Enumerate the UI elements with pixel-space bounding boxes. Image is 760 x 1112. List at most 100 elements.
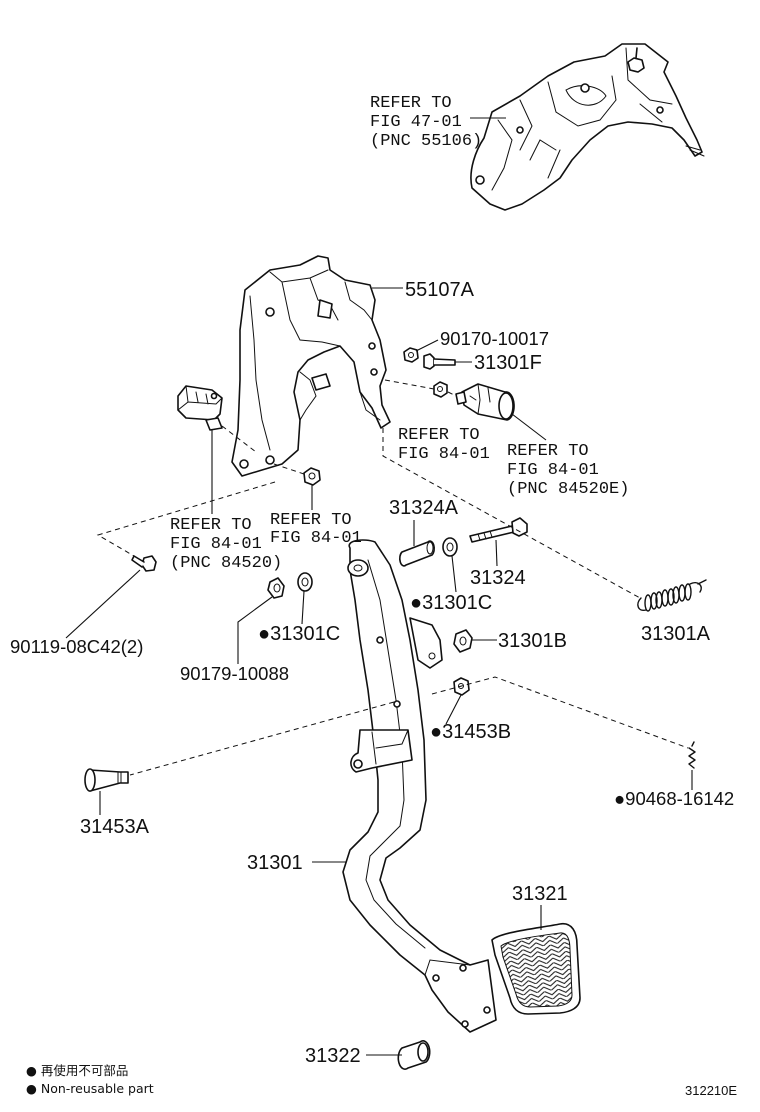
reference-line: (PNC 55106) xyxy=(370,132,482,151)
reference-line: REFER TO xyxy=(170,516,252,535)
reference-line: FIG 47-01 xyxy=(370,113,462,132)
switch-end-cap xyxy=(498,392,514,420)
dashed-line-pin xyxy=(129,701,395,776)
stop-lamp-switch-84520e-drawing xyxy=(455,383,515,421)
reference-line: REFER TO xyxy=(270,511,352,530)
leader-line xyxy=(445,694,462,725)
spring-31301a-drawing xyxy=(637,579,707,612)
callout-90179-10088: 90179-10088 xyxy=(180,663,289,684)
leader-line xyxy=(495,539,498,567)
pedal-plate-hole xyxy=(459,964,467,972)
stop-lamp-sensor-84520-drawing xyxy=(177,385,223,431)
dashed-line-sensor xyxy=(221,425,305,475)
callout-31301a: 31301A xyxy=(641,623,711,645)
spring-hook-right xyxy=(689,579,707,593)
callout-31324a: 31324A xyxy=(389,497,459,519)
callout-90468-16142: ●90468-16142 xyxy=(614,788,734,809)
pedal-bracket-hole xyxy=(239,459,249,469)
pedal-plate-hole xyxy=(432,974,440,982)
washer-body xyxy=(442,537,458,557)
support-bracket-slot xyxy=(565,85,607,106)
reference-left: REFER TO FIG 84-01 (PNC 84520) xyxy=(170,516,282,573)
switch-body-lines xyxy=(469,383,491,415)
bushing-bore xyxy=(273,583,281,593)
reference-line: REFER TO xyxy=(398,426,480,445)
reference-center: REFER TO FIG 84-01 xyxy=(398,426,490,464)
pedal-arm-tab-hole xyxy=(428,652,436,660)
reference-line: REFER TO xyxy=(507,442,589,461)
callout-31301f: 31301F xyxy=(474,352,542,374)
spring-coil xyxy=(684,583,692,601)
bushing-bore xyxy=(301,577,309,587)
washer-bore xyxy=(446,542,454,552)
support-bracket-hole xyxy=(656,106,664,114)
dashed-line-bolt xyxy=(96,481,276,557)
bushing-body xyxy=(267,577,285,599)
pedal-bracket-55107a-drawing xyxy=(231,255,391,477)
nut-hex xyxy=(303,467,321,486)
clip-body xyxy=(688,741,696,769)
pedal-pad-31321-drawing xyxy=(491,922,581,1015)
pedal-bracket-tab xyxy=(317,299,333,319)
collar-31324a-drawing xyxy=(398,540,436,567)
pedal-arm-outline xyxy=(342,539,497,1033)
callout-31324: 31324 xyxy=(470,567,526,589)
callout-31301: 31301 xyxy=(247,852,303,874)
reference-line: (PNC 84520E) xyxy=(507,480,629,499)
pedal-pad-tread xyxy=(500,932,573,1008)
bolt-shank xyxy=(131,555,145,568)
spring-coil xyxy=(678,584,686,602)
callout-31301c-left: ●31301C xyxy=(258,623,340,645)
callout-31321: 31321 xyxy=(512,883,568,905)
support-bracket-bolt xyxy=(627,47,645,73)
figure-code: 312210E xyxy=(685,1083,737,1098)
bolt-head xyxy=(423,353,435,370)
pedal-arm-bracket-hole xyxy=(353,759,363,769)
nut-bore xyxy=(437,386,443,392)
spring-hook-left xyxy=(637,597,647,612)
leader-line xyxy=(415,339,439,352)
pedal-arm-switch-bracket xyxy=(350,729,413,773)
bolt-head xyxy=(141,555,157,572)
legend: ● 再使用不可部品 ● Non-reusable part xyxy=(26,1063,154,1096)
spring-coil xyxy=(650,592,658,610)
support-bracket-outline xyxy=(470,43,703,211)
bushing-31301b-drawing xyxy=(453,629,473,653)
bushing-body xyxy=(453,629,473,653)
nut-bore xyxy=(308,472,316,480)
dashed-line-spring xyxy=(382,428,641,599)
collar-end xyxy=(426,541,434,555)
spring-coil xyxy=(644,594,652,612)
nut-bracket-drawing xyxy=(303,467,321,486)
clip-90468-16142-drawing xyxy=(688,741,696,769)
bolt-31301f-drawing xyxy=(423,353,456,370)
sensor-body-lines xyxy=(177,385,223,411)
pedal-bracket-small-tab xyxy=(311,373,331,391)
spring-coil xyxy=(667,588,675,606)
reference-line: FIG 84-01 xyxy=(398,445,490,464)
pedal-arm-edge-lines xyxy=(365,559,471,976)
bolt-shank xyxy=(469,525,515,543)
bolt-thread xyxy=(477,530,493,541)
reference-line: REFER TO xyxy=(370,94,452,113)
pedal-bracket-hole xyxy=(265,455,275,465)
nut-hex xyxy=(403,347,419,363)
pedal-bracket-hole xyxy=(368,342,376,350)
switch-plunger xyxy=(455,391,467,405)
reference-top: REFER TO FIG 47-01 (PNC 55106) xyxy=(370,94,482,151)
stopper-31322-drawing xyxy=(397,1040,431,1070)
leader-line xyxy=(65,569,141,639)
pedal-arm-31301-drawing xyxy=(342,539,497,1033)
reference-line: FIG 84-01 xyxy=(270,529,362,548)
leader-line xyxy=(511,413,547,441)
pin-31453a-drawing xyxy=(84,768,129,792)
reference-line: FIG 84-01 xyxy=(507,461,599,480)
bushing-body xyxy=(297,572,313,592)
bushing-bore xyxy=(459,636,467,646)
pedal-arm-switch-bracket-fold xyxy=(371,729,409,765)
sensor-screw xyxy=(210,392,218,400)
leader-line xyxy=(451,555,457,593)
assembly-dashed-lines xyxy=(96,379,689,776)
sensor-plunger xyxy=(205,417,223,431)
pedal-plate-hole xyxy=(483,1006,491,1014)
